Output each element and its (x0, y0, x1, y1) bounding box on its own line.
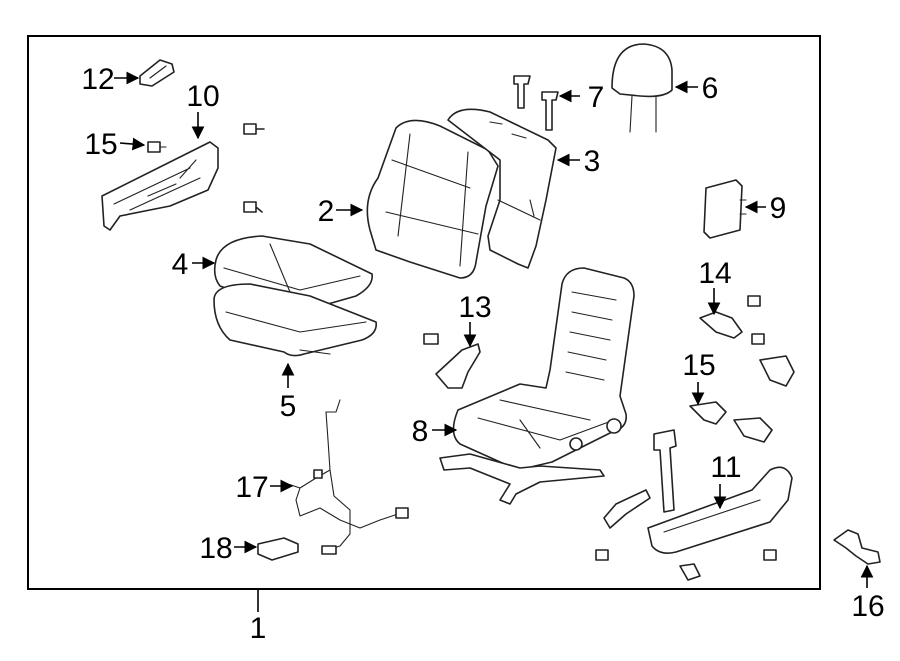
part-17-harness (287, 399, 409, 555)
bolt-middle (243, 201, 263, 213)
part-15b-brackets (689, 401, 773, 443)
callout-8: 8 (412, 415, 429, 448)
part-11-side-cover (595, 429, 793, 581)
bolt-upper (243, 123, 265, 135)
callout-16: 16 (851, 590, 884, 623)
part-18-module (257, 537, 299, 561)
part-14-bracket (699, 295, 795, 387)
callout-12: 12 (81, 63, 114, 96)
part-13-shield (423, 333, 481, 389)
callout-13: 13 (458, 291, 491, 324)
callout-15b: 15 (682, 349, 715, 382)
callout-6: 6 (702, 72, 719, 105)
callout-2: 2 (318, 195, 335, 228)
part-9-knob (703, 179, 747, 239)
callout-15a: 15 (84, 128, 117, 161)
callout-18: 18 (199, 532, 232, 565)
assembly-frame (27, 35, 821, 590)
callout-10: 10 (186, 80, 219, 113)
callout-3: 3 (584, 145, 601, 178)
callout-1: 1 (250, 612, 267, 645)
part-16-clip (833, 529, 881, 565)
part-8-seat-frame (439, 267, 635, 505)
part-10-side-shield (101, 141, 219, 231)
part-3-back-cover (447, 108, 557, 269)
callout-11: 11 (710, 451, 741, 484)
part-6-headrest (611, 43, 673, 133)
callout-14: 14 (698, 257, 731, 290)
part-2-back-pad (366, 119, 499, 279)
part-12-clip (139, 59, 175, 87)
part-7-headrest-guide (513, 75, 559, 131)
part-5-cushion-cover (213, 283, 378, 357)
callout-4: 4 (172, 248, 189, 281)
callout-9: 9 (770, 192, 787, 225)
callout-5: 5 (280, 390, 297, 423)
callout-15a-leader (119, 137, 146, 151)
callout-7: 7 (588, 81, 605, 114)
bolt-15a (147, 141, 167, 153)
callout-17: 17 (235, 471, 268, 504)
